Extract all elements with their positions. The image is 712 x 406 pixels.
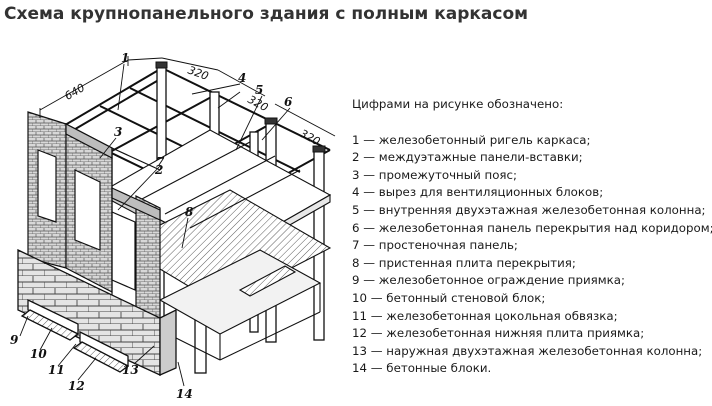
floor-slabs xyxy=(103,129,332,306)
legend-item: 14 — бетонные блоки. xyxy=(352,361,492,376)
legend-item: 13 — наружная двухэтажная железобетонная… xyxy=(352,343,703,358)
dimension-640: 640 xyxy=(62,81,87,103)
callout-7: 7 xyxy=(156,155,165,169)
callout-10: 10 xyxy=(30,347,47,361)
callout-14: 14 xyxy=(176,387,193,401)
callout-2: 2 xyxy=(154,163,163,177)
pit xyxy=(158,249,322,361)
legend-item: 10 — бетонный стеновой блок; xyxy=(352,290,546,305)
leader-lines xyxy=(19,63,291,387)
legend-heading: Цифрами на рисунке обозначено: xyxy=(352,97,564,111)
dimension-lines xyxy=(39,56,336,137)
callout-3: 3 xyxy=(114,125,122,139)
legend-item: 7 — простеночная панель; xyxy=(352,238,518,253)
wall-panels xyxy=(27,111,161,346)
legend-item: 4 — вырез для вентиляционных блоков; xyxy=(352,185,604,200)
legend-item: 12 — железобетонная нижняя плита приямка… xyxy=(352,326,645,341)
callout-4: 4 xyxy=(238,71,246,85)
callout-5: 5 xyxy=(255,83,263,97)
callout-1: 1 xyxy=(121,51,129,65)
callout-9: 9 xyxy=(10,333,19,347)
callout-12: 12 xyxy=(68,379,85,393)
dimension-320-top: 320 xyxy=(186,64,210,83)
legend-item: 5 — внутренняя двухэтажная железобетонна… xyxy=(352,202,706,217)
callout-13: 13 xyxy=(122,363,139,377)
legend-item: 1 — железобетонный ригель каркаса; xyxy=(352,132,591,147)
legend-item: 8 — пристенная плита перекрытия; xyxy=(352,255,576,270)
frame xyxy=(59,61,332,374)
legend-item: 3 — промежуточный пояс; xyxy=(352,167,517,182)
legend-item: 6 — железобетонная панель перекрытия над… xyxy=(352,220,712,235)
column-caps xyxy=(155,61,326,153)
building-diagram: 640 320 320 320 1 2 3 4 5 6 7 8 9 10 11 … xyxy=(0,30,345,406)
callout-6: 6 xyxy=(284,95,293,109)
legend-item: 9 — железобетонное ограждение приямка; xyxy=(352,273,626,288)
callout-8: 8 xyxy=(185,205,194,219)
legend-item: 11 — железобетонная цокольная обвязка; xyxy=(352,308,618,323)
callouts: 1 2 3 4 5 6 7 8 9 10 11 12 13 14 xyxy=(10,51,293,401)
page-title: Схема крупнопанельного здания с полным к… xyxy=(4,4,529,24)
legend-list: 1 — железобетонный ригель каркаса; 2 — м… xyxy=(352,132,712,378)
foundation xyxy=(17,248,177,377)
callout-11: 11 xyxy=(48,363,65,377)
legend-item: 2 — междуэтажные панели-вставки; xyxy=(352,150,583,165)
legend: Цифрами на рисунке обозначено: 1 — желез… xyxy=(352,96,712,378)
